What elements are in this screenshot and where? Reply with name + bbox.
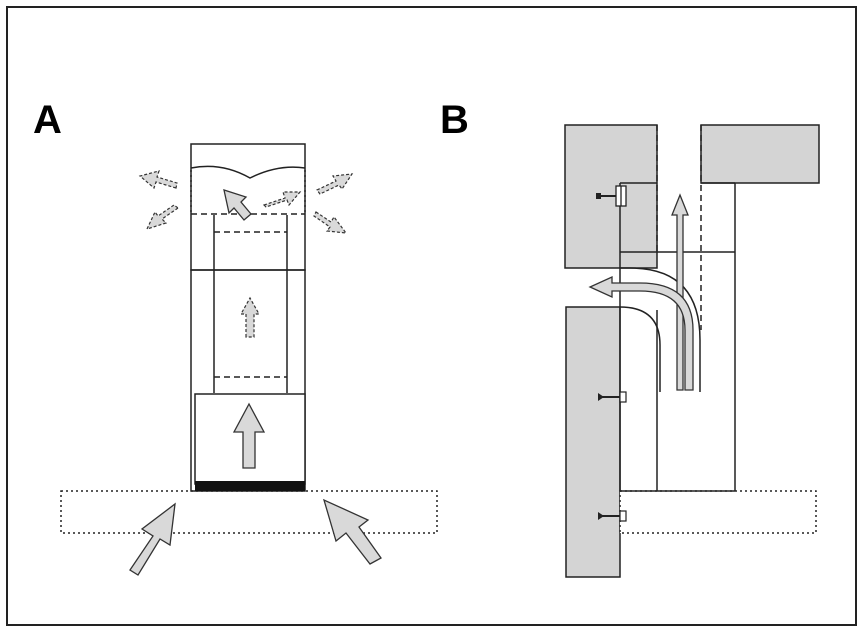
screw-bottom-b	[598, 510, 627, 522]
arrow-intake-left-a	[129, 502, 176, 576]
arrow-out-left-up-a	[138, 170, 178, 190]
arrow-out-left-down-a	[145, 204, 180, 230]
arrow-up-b	[671, 193, 689, 391]
screw-middle-b	[598, 391, 627, 403]
arrow-intake-right-a	[322, 498, 382, 565]
figure-frame	[6, 6, 857, 626]
arrow-curve-left-b	[588, 275, 694, 391]
ceiling-block-right-b	[700, 124, 820, 184]
hob-surface-b	[619, 490, 817, 534]
arrow-up-large-a	[232, 402, 266, 469]
arrow-out-right-down-a	[313, 211, 348, 234]
wall-lower-b	[565, 306, 621, 578]
arrow-top-right-inner-a	[262, 191, 302, 208]
panel-label-a: A	[33, 98, 62, 142]
panel-a-hood	[60, 143, 438, 576]
arrow-out-right-up-a	[316, 173, 354, 195]
arrow-top-inner-a	[223, 189, 252, 221]
arrow-up-small-a	[239, 296, 261, 338]
screw-top-b	[596, 185, 627, 207]
chimney-top-a	[190, 143, 306, 271]
panel-b-hood	[564, 124, 820, 578]
panel-label-b: B	[440, 98, 469, 142]
filter-bar-a	[195, 481, 305, 491]
hob-surface-a	[60, 490, 438, 534]
